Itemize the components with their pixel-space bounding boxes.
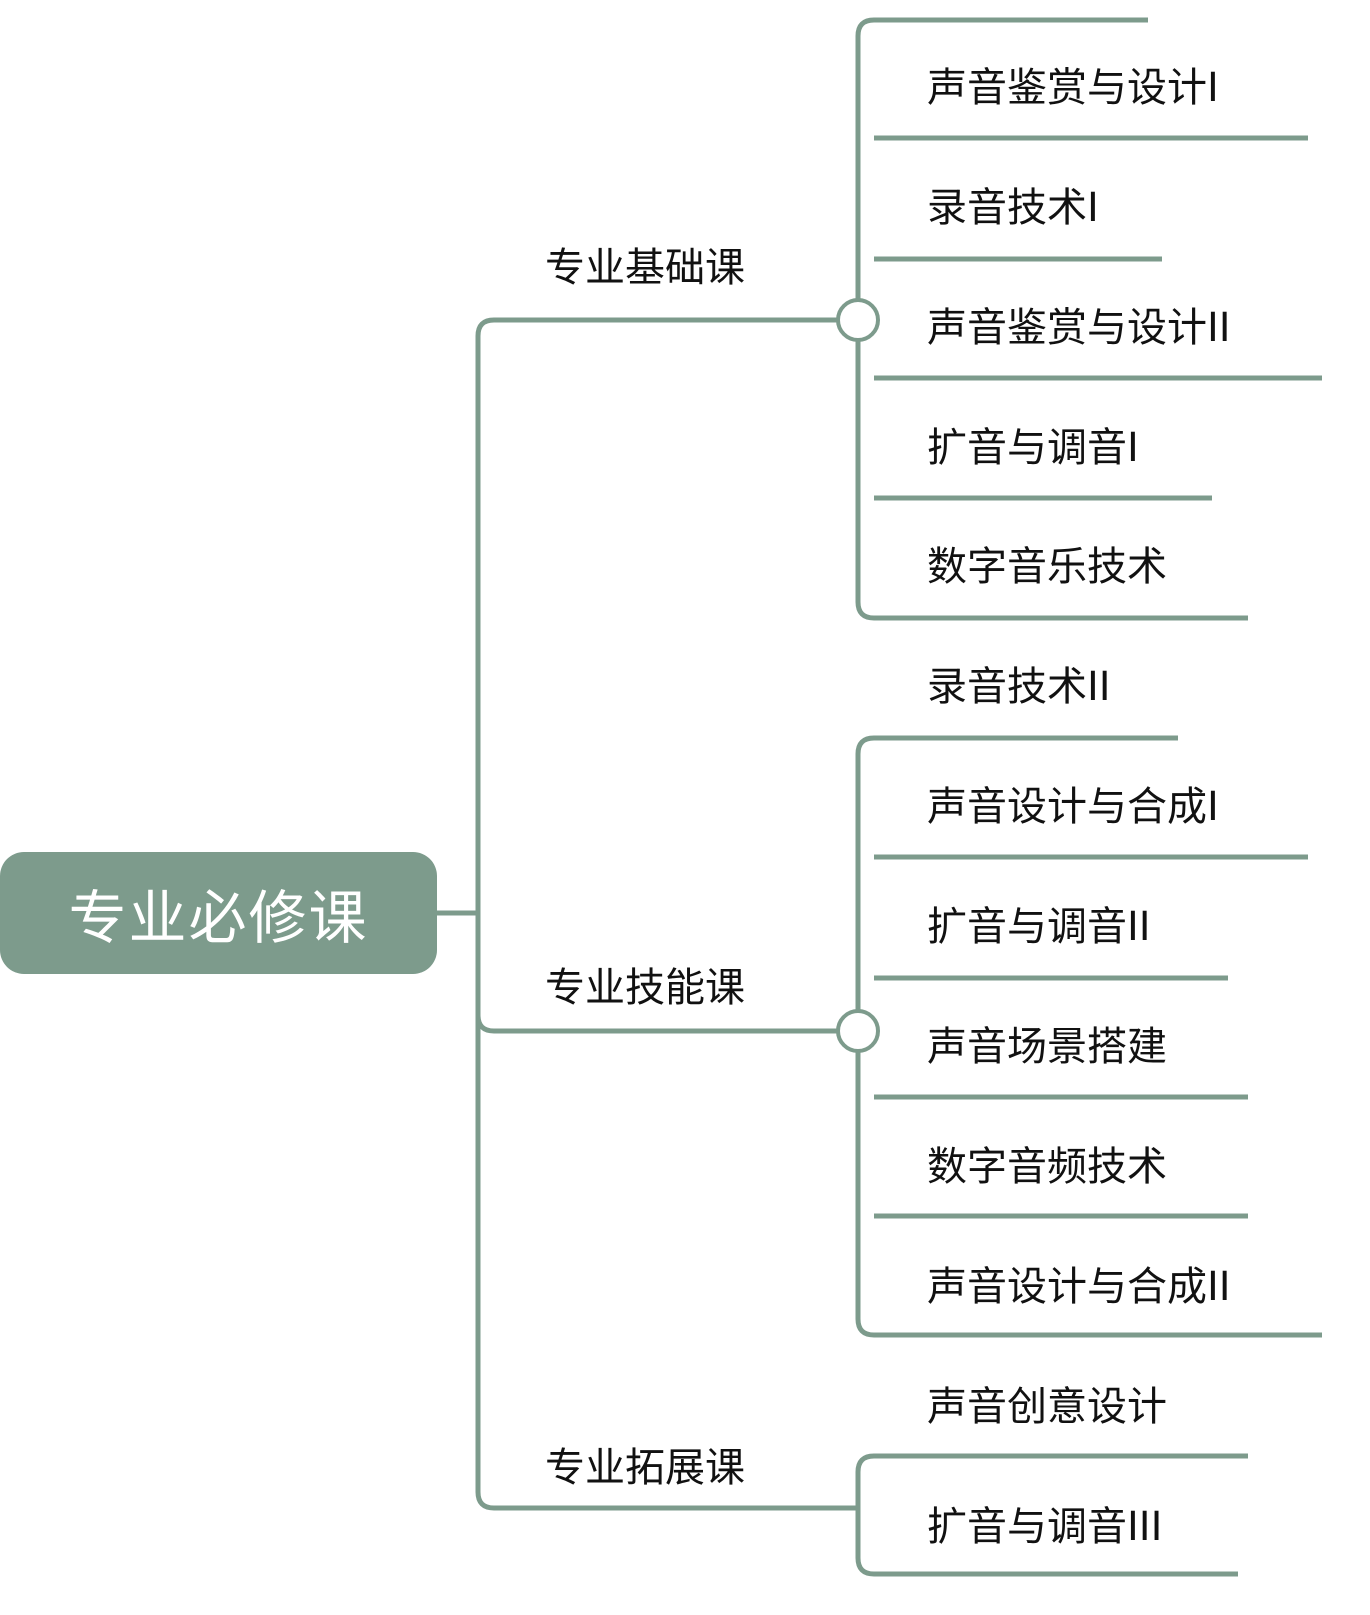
spine-to-branch-1 xyxy=(475,317,840,913)
branch-3-bracket xyxy=(855,1453,875,1577)
branch-label-skills: 专业技能课 xyxy=(545,965,745,1011)
leaf-label: 扩音与调音I xyxy=(927,425,1139,471)
leaf-label: 数字音乐技术 xyxy=(927,544,1167,590)
branch-label-foundation: 专业基础课 xyxy=(545,245,745,291)
leaf-label: 声音创意设计 xyxy=(927,1384,1167,1430)
spine-to-branch-3 xyxy=(475,913,858,1511)
branch-1-node-circle xyxy=(836,298,880,342)
leaf-label: 扩音与调音III xyxy=(927,1504,1163,1550)
leaf-label: 录音技术II xyxy=(927,664,1111,710)
leaf-label: 扩音与调音II xyxy=(927,904,1151,950)
branch-label-extension: 专业拓展课 xyxy=(545,1445,745,1491)
branch-2-node-circle xyxy=(836,1009,880,1053)
root-node: 专业必修课 xyxy=(0,852,437,974)
leaf-label: 录音技术I xyxy=(927,185,1099,231)
root-node-label: 专业必修课 xyxy=(68,884,369,952)
leaf-label: 声音设计与合成II xyxy=(927,1264,1231,1310)
leaf-label: 数字音频技术 xyxy=(927,1144,1167,1190)
leaf-label: 声音鉴赏与设计I xyxy=(927,65,1219,111)
leaf-label: 声音场景搭建 xyxy=(927,1024,1167,1070)
leaf-label: 声音设计与合成I xyxy=(927,784,1219,830)
leaf-label: 声音鉴赏与设计II xyxy=(927,305,1231,351)
